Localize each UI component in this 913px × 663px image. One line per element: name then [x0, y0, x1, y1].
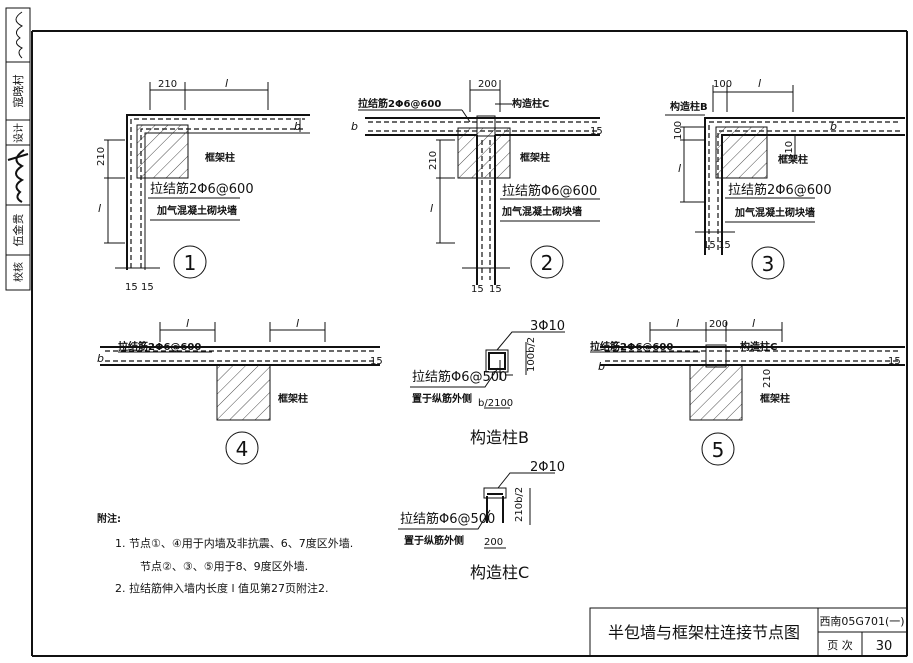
drawing-label: 15	[888, 356, 901, 367]
detail-number: 2	[541, 251, 554, 275]
drawing-label: 加气混凝土砌块墙	[156, 204, 237, 217]
drawing-label: 3Φ10	[530, 319, 565, 334]
drawing-label: b	[830, 120, 837, 133]
detail-4: l l 拉结筋2Φ6@600 b 15 框架柱 4	[97, 317, 383, 465]
title-block: 半包墙与框架柱连接节点图 西南05G701(一) 页 次 30	[589, 607, 908, 657]
page-label: 页 次	[827, 638, 853, 652]
drawing-label: 框架柱	[205, 151, 235, 164]
atlas-code: 西南05G701(一)	[819, 615, 904, 628]
sheet-title: 半包墙与框架柱连接节点图	[608, 623, 800, 642]
drawing-label: b	[598, 360, 605, 373]
drawing-label: 置于纵筋外侧	[404, 534, 464, 547]
detail-number: 1	[184, 251, 197, 275]
drawing-label: 15	[703, 240, 716, 251]
drawing-label: 15	[590, 126, 603, 137]
section-c: 2Φ10 210b/2 拉结筋Φ6@500 置于纵筋外侧 200 构造柱C	[398, 460, 565, 582]
drawing-label: 15	[471, 284, 484, 295]
drawing-label: 加气混凝土砌块墙	[501, 205, 582, 218]
drawing-label: 构造柱C	[512, 97, 549, 110]
drawing-label: l	[186, 317, 189, 330]
drawing-label: 100b/2	[526, 337, 537, 372]
frame-column	[689, 364, 743, 421]
frame-column	[136, 124, 189, 179]
checker-signature	[7, 149, 29, 203]
drawing-label: 210b/2	[514, 487, 525, 522]
detail-number: 4	[236, 437, 249, 461]
drawing-label: l	[430, 202, 433, 215]
frame-column	[715, 126, 768, 179]
frame-column	[216, 364, 271, 421]
drawing-label: 拉结筋Φ6@600	[502, 183, 597, 199]
checker-name: 伍金贵	[11, 214, 25, 247]
drawing-label: b	[351, 120, 358, 133]
drawing-label: 15	[718, 240, 731, 251]
drawing-label: 1. 节点①、④用于内墙及非抗震、6、7度区外墙.	[115, 536, 353, 550]
drawing-label: l	[678, 162, 681, 175]
drawing-label: 拉结筋2Φ6@600	[150, 181, 254, 197]
drawing-label: 拉结筋Φ6@500	[412, 369, 507, 385]
drawing-label: 210	[762, 369, 773, 388]
drawing-label: l	[225, 77, 228, 90]
drawing-label: 拉结筋2Φ6@600	[118, 340, 201, 353]
detail-1: 210 l 210 l 框架柱 拉结筋2Φ6@600 加气混凝土砌块墙 15 1…	[96, 77, 310, 293]
section-b: 3Φ10 100b/2 拉结筋Φ6@500 置于纵筋外侧 b/2100 构造柱B	[410, 319, 565, 447]
drawing-label: 构造柱B	[470, 428, 529, 447]
drawing-label: 210	[158, 79, 177, 90]
drawing-label: b	[97, 352, 104, 365]
page-number: 30	[876, 639, 893, 654]
drawing-label: 构造柱C	[470, 563, 529, 582]
detail-5: l 200 l 拉结筋2Φ6@600 构造柱C b 15 210 框架柱 5	[590, 317, 905, 466]
drawing-label: b/2100	[478, 398, 513, 409]
drawing-label: 节点②、③、⑤用于8、9度区外墙.	[140, 559, 308, 573]
drawing-label: 拉结筋Φ6@500	[400, 511, 495, 527]
drawing-label: 框架柱	[760, 392, 790, 405]
drawing-label: 210	[784, 141, 795, 160]
approval-strip: 寇晓村 设计 伍金贵 校核	[5, 7, 31, 291]
drawing-label: 210	[96, 147, 107, 166]
drawing-label: 拉结筋2Φ6@600	[358, 97, 441, 110]
drawing-label: 200	[709, 319, 728, 330]
drawing-label: 100	[673, 121, 684, 140]
drawing-label: 210	[428, 151, 439, 170]
drawing-label: 200	[484, 537, 503, 548]
detail-number: 5	[712, 438, 725, 462]
drawing-label: 构造柱C	[740, 340, 777, 353]
drawing-label: l	[758, 77, 761, 90]
designer-name: 寇晓村	[11, 75, 25, 108]
drawing-label: 附注:	[97, 512, 121, 525]
designer-signature	[15, 11, 24, 59]
detail-3: 100 l 构造柱B 100 l 210 b 框架柱 拉结筋2Φ6@600 加气…	[665, 77, 905, 280]
designer-label: 设计	[12, 123, 25, 143]
checker-label: 校核	[12, 262, 25, 282]
drawing-label: 2Φ10	[530, 460, 565, 475]
detail-2: 200 拉结筋2Φ6@600 构造柱C b 15 210 l 框架柱 拉结筋Φ6…	[351, 79, 603, 295]
drawing-label: 200	[478, 79, 497, 90]
drawing-label: 15	[141, 282, 154, 293]
drawing-label: 15	[489, 284, 502, 295]
drawing-label: 框架柱	[520, 151, 550, 164]
notes: 附注: 1. 节点①、④用于内墙及非抗震、6、7度区外墙. 节点②、③、⑤用于8…	[97, 512, 353, 595]
drawing-label: 构造柱B	[670, 100, 708, 113]
drawing-label: l	[296, 317, 299, 330]
drawing-label: b	[294, 120, 301, 133]
drawing-label: 框架柱	[778, 153, 808, 166]
drawing-label: 拉结筋2Φ6@600	[590, 340, 673, 353]
drawing-label: 拉结筋2Φ6@600	[728, 182, 832, 198]
drawing-label: 框架柱	[278, 392, 308, 405]
drawing-label: 加气混凝土砌块墙	[734, 206, 815, 219]
drawing-label: 100	[713, 79, 732, 90]
drawing-label: 15	[125, 282, 138, 293]
drawing-label: l	[676, 317, 679, 330]
drawing-label: l	[752, 317, 755, 330]
drawing-label: 2. 拉结筋伸入墙内长度 l 值见第27页附注2.	[115, 581, 329, 595]
detail-number: 3	[762, 252, 775, 276]
drawing-label: 置于纵筋外侧	[412, 392, 472, 405]
drawing-label: 15	[370, 356, 383, 367]
drawing-label: l	[98, 202, 101, 215]
